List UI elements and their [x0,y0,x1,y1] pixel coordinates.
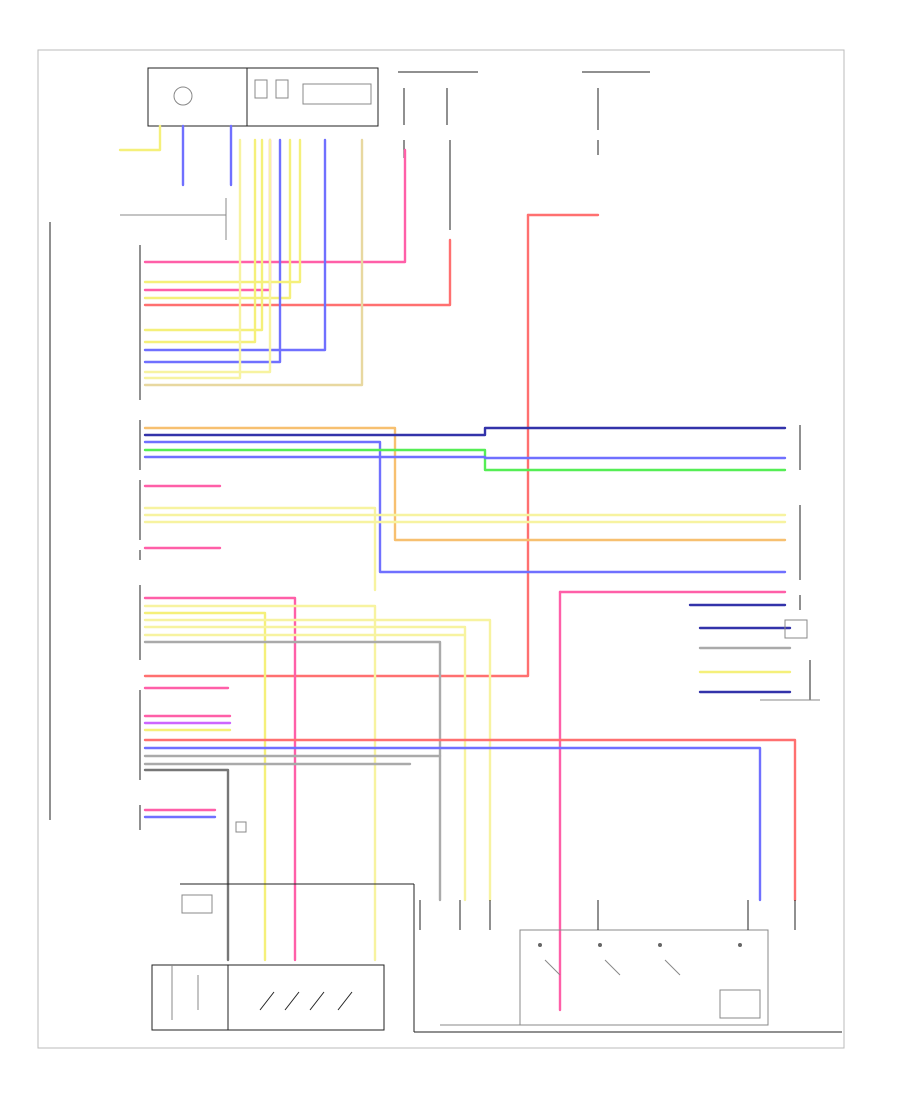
top-right-fuses [398,71,650,230]
diagram-border [37,49,845,1049]
left-connector-block [49,198,227,830]
bottom-posts [235,821,796,930]
wires [118,124,797,1012]
memory-seat-switch [414,929,842,1033]
right-connector [760,425,820,701]
top-fuse-box [147,67,379,127]
driver-seat-switch [151,883,415,1032]
